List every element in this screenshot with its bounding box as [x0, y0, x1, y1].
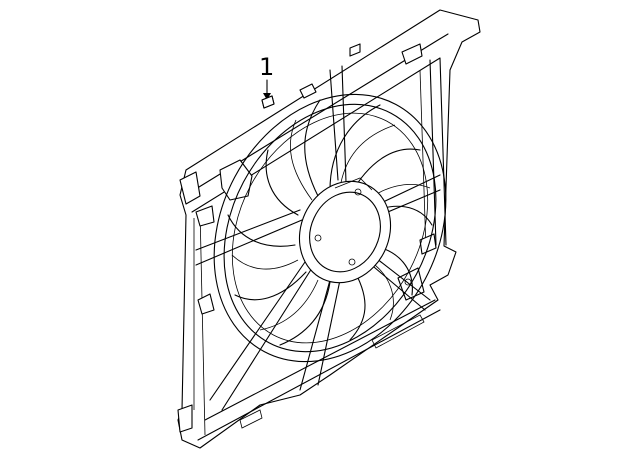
callout-label-1: 1 [259, 53, 275, 81]
support-struts [195, 65, 441, 411]
fan-ring [213, 93, 447, 363]
motor-hub [298, 177, 392, 284]
callout-leader [261, 79, 275, 109]
